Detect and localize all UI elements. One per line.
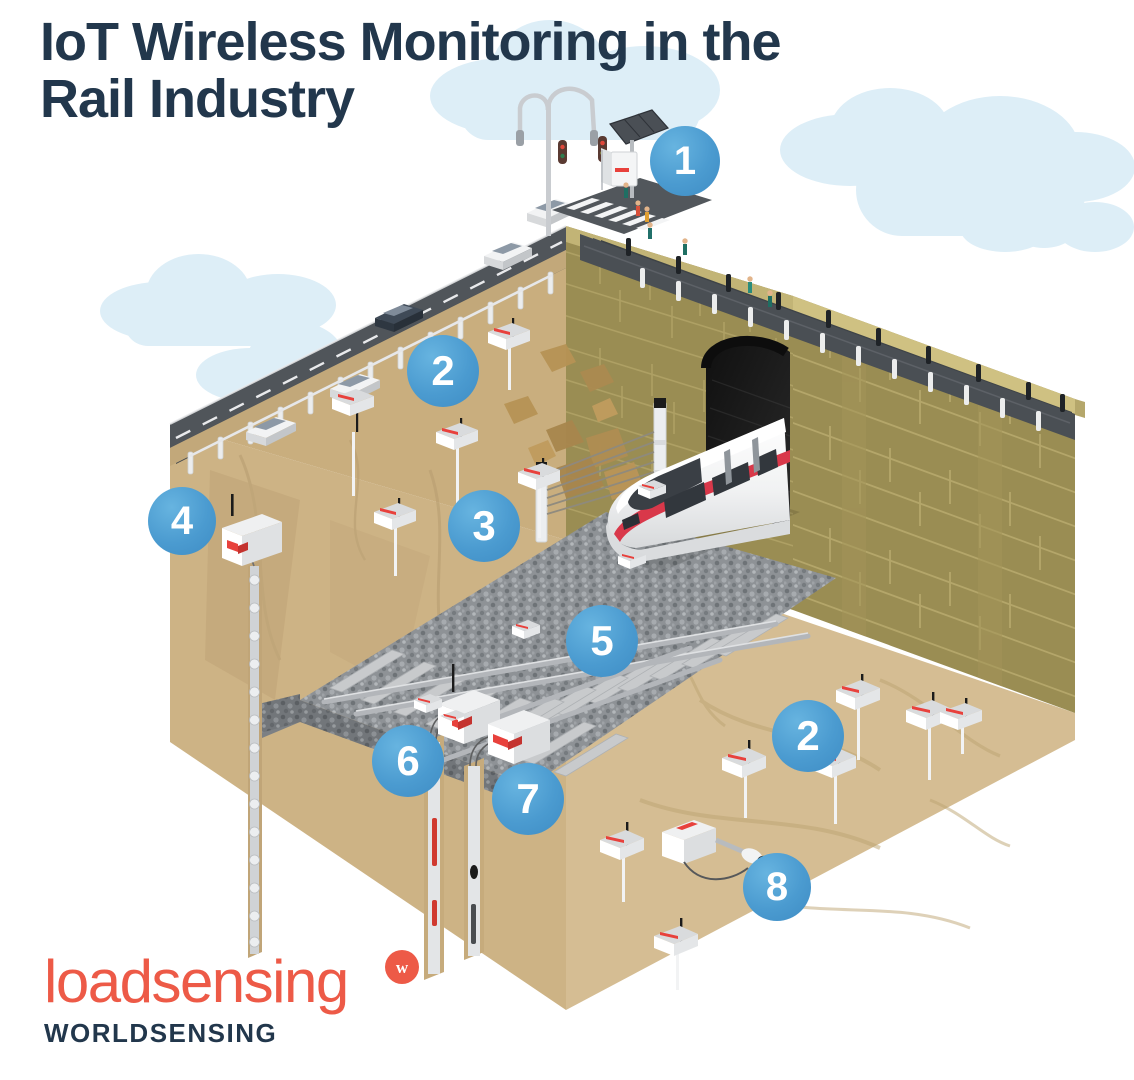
car (484, 242, 532, 270)
wireless-sensor-node (512, 620, 540, 639)
wireless-sensor-node (488, 318, 530, 390)
wireless-sensor-node (638, 480, 666, 499)
marker-6-label: 6 (396, 737, 420, 784)
gateway-cabinet (601, 148, 638, 190)
guardrail-right (626, 238, 1065, 431)
wireless-sensor-node (332, 389, 374, 496)
page-title-line-1: IoT Wireless Monitoring in the (40, 12, 782, 72)
marker-2-right[interactable]: 2 (772, 700, 844, 772)
logo-tagline: WORLDSENSING (44, 1018, 278, 1048)
marker-5-label: 5 (590, 617, 614, 664)
pedestrians (623, 182, 773, 307)
cloud-far-right (960, 182, 1134, 262)
pedestrian (747, 276, 753, 293)
pedestrian (635, 200, 641, 216)
wireless-sensor-node (654, 918, 698, 990)
marker-7-label: 7 (516, 775, 540, 822)
pedestrian (623, 182, 629, 198)
wireless-sensor-node-item4 (222, 494, 282, 566)
pedestrian (647, 222, 653, 239)
wireless-sensor-node (518, 458, 560, 538)
brand-logo: loadsensing w WORLDSENSING (44, 948, 419, 1049)
top-road-left (169, 225, 567, 466)
marker-8-label: 8 (765, 864, 789, 909)
marker-3-label: 3 (472, 502, 496, 549)
wireless-sensor-nodes (332, 318, 982, 990)
street-lamp (516, 86, 598, 236)
wireless-sensor-node (618, 550, 646, 569)
wireless-sensor-node (722, 740, 766, 818)
cars-left-road (246, 199, 575, 446)
extensometer-borehole (424, 711, 457, 980)
inclinometer-borehole (222, 494, 282, 958)
marker-3[interactable]: 3 (448, 490, 520, 562)
pedestrian (682, 238, 688, 255)
marker-2-right-label: 2 (796, 712, 820, 759)
marker-1[interactable]: 1 (650, 126, 720, 196)
marker-2-left-label: 2 (431, 347, 455, 394)
wireless-sensor-node (414, 694, 442, 713)
marker-7[interactable]: 7 (492, 763, 564, 835)
marker-5[interactable]: 5 (566, 605, 638, 677)
wireless-sensor-node (600, 822, 644, 902)
page-title: IoT Wireless Monitoring in the Rail Indu… (40, 12, 1000, 130)
piezometer-borehole (464, 735, 499, 960)
wireless-sensor-node (374, 498, 416, 576)
marker-2-left[interactable]: 2 (407, 335, 479, 407)
wireless-sensor-node-item7 (488, 710, 550, 764)
wireless-sensor-node (836, 674, 880, 760)
wireless-sensor-node (440, 710, 468, 729)
car (375, 304, 423, 332)
marker-1-label: 1 (673, 138, 697, 183)
pedestrian (767, 290, 773, 307)
wireless-sensor-node (940, 698, 982, 754)
car (246, 417, 296, 446)
wireless-sensor-node (436, 418, 478, 504)
traffic-light-left (558, 140, 567, 164)
logo-wordmark: loadsensing (44, 948, 349, 1015)
marker-4[interactable]: 4 (148, 487, 216, 555)
logo-w-badge: w (385, 950, 419, 984)
page-title-line-2: Rail Industry (40, 69, 355, 130)
marker-8[interactable]: 8 (743, 853, 811, 921)
pedestrian (644, 206, 650, 222)
top-road-right (580, 234, 1075, 440)
marker-6[interactable]: 6 (372, 725, 444, 797)
marker-4-label: 4 (170, 498, 194, 543)
